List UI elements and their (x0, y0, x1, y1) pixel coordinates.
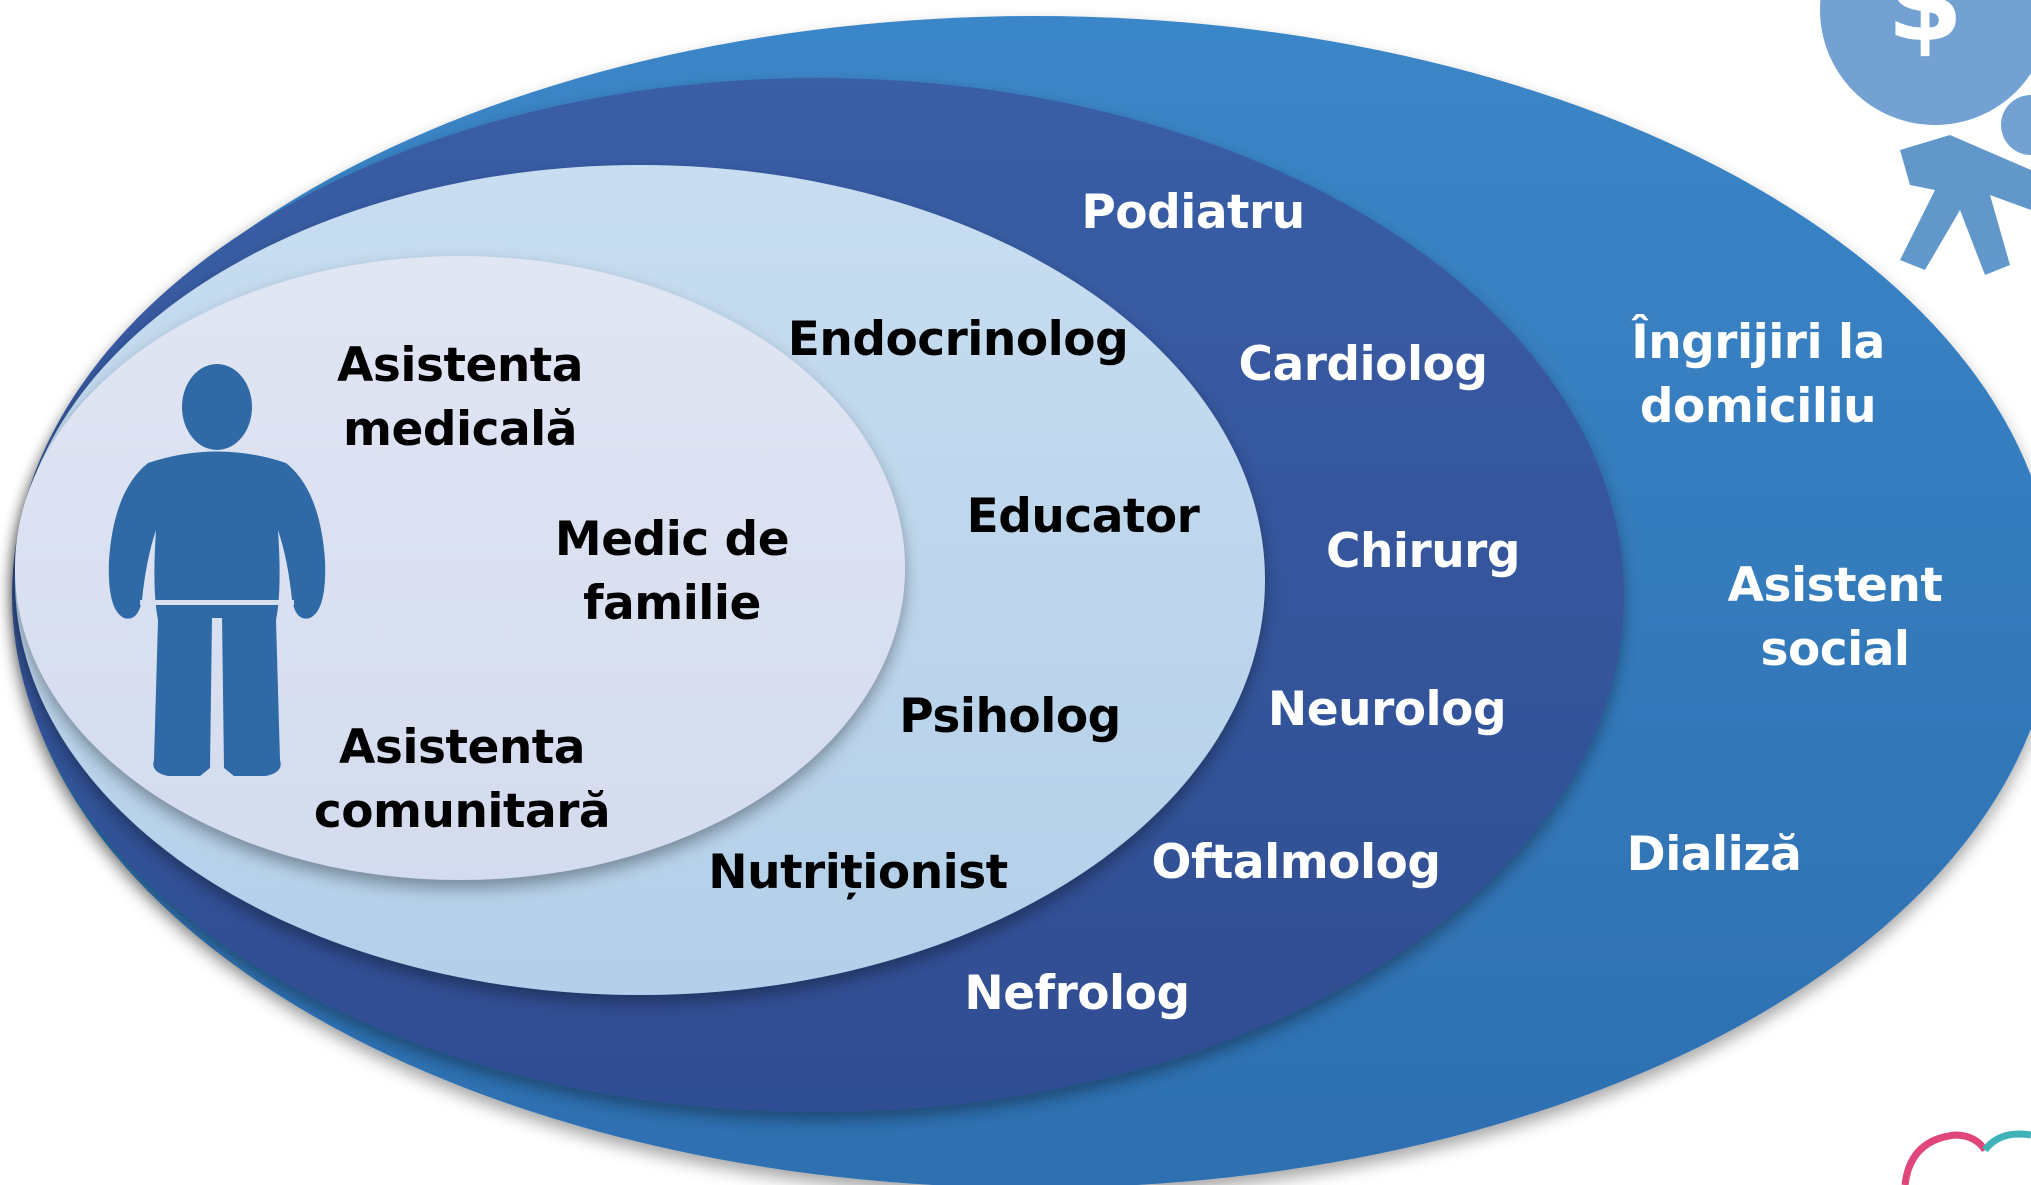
label-nefrolog: Nefrolog (964, 966, 1190, 1021)
label-psiholog: Psiholog (899, 689, 1121, 744)
person-silhouette-icon (108, 364, 326, 776)
label-nutritionist: Nutriționist (708, 845, 1008, 900)
label-oftalmolog: Oftalmolog (1151, 835, 1441, 890)
logo-icon (1901, 1130, 2031, 1185)
svg-text:$: $ (1887, 0, 1964, 66)
label-medic-de-familie: Medic de familie (554, 512, 790, 631)
label-cardiolog: Cardiolog (1238, 337, 1488, 392)
label-neurolog: Neurolog (1267, 682, 1507, 737)
person-with-dollar-icon: $ (1820, 0, 2031, 275)
label-educator: Educator (966, 489, 1200, 544)
label-asistenta-medicala: Asistenta medicală (337, 338, 583, 457)
label-ingrijiri-la-domiciliu: Îngrijiri la domiciliu (1631, 315, 1885, 434)
label-asistenta-comunitara: Asistenta comunitară (313, 720, 611, 839)
label-podiatru: Podiatru (1081, 185, 1305, 240)
label-endocrinolog: Endocrinolog (787, 312, 1129, 367)
label-dializa: Dializă (1626, 827, 1802, 882)
label-asistent-social: Asistent social (1727, 558, 1943, 677)
label-chirurg: Chirurg (1325, 524, 1521, 579)
